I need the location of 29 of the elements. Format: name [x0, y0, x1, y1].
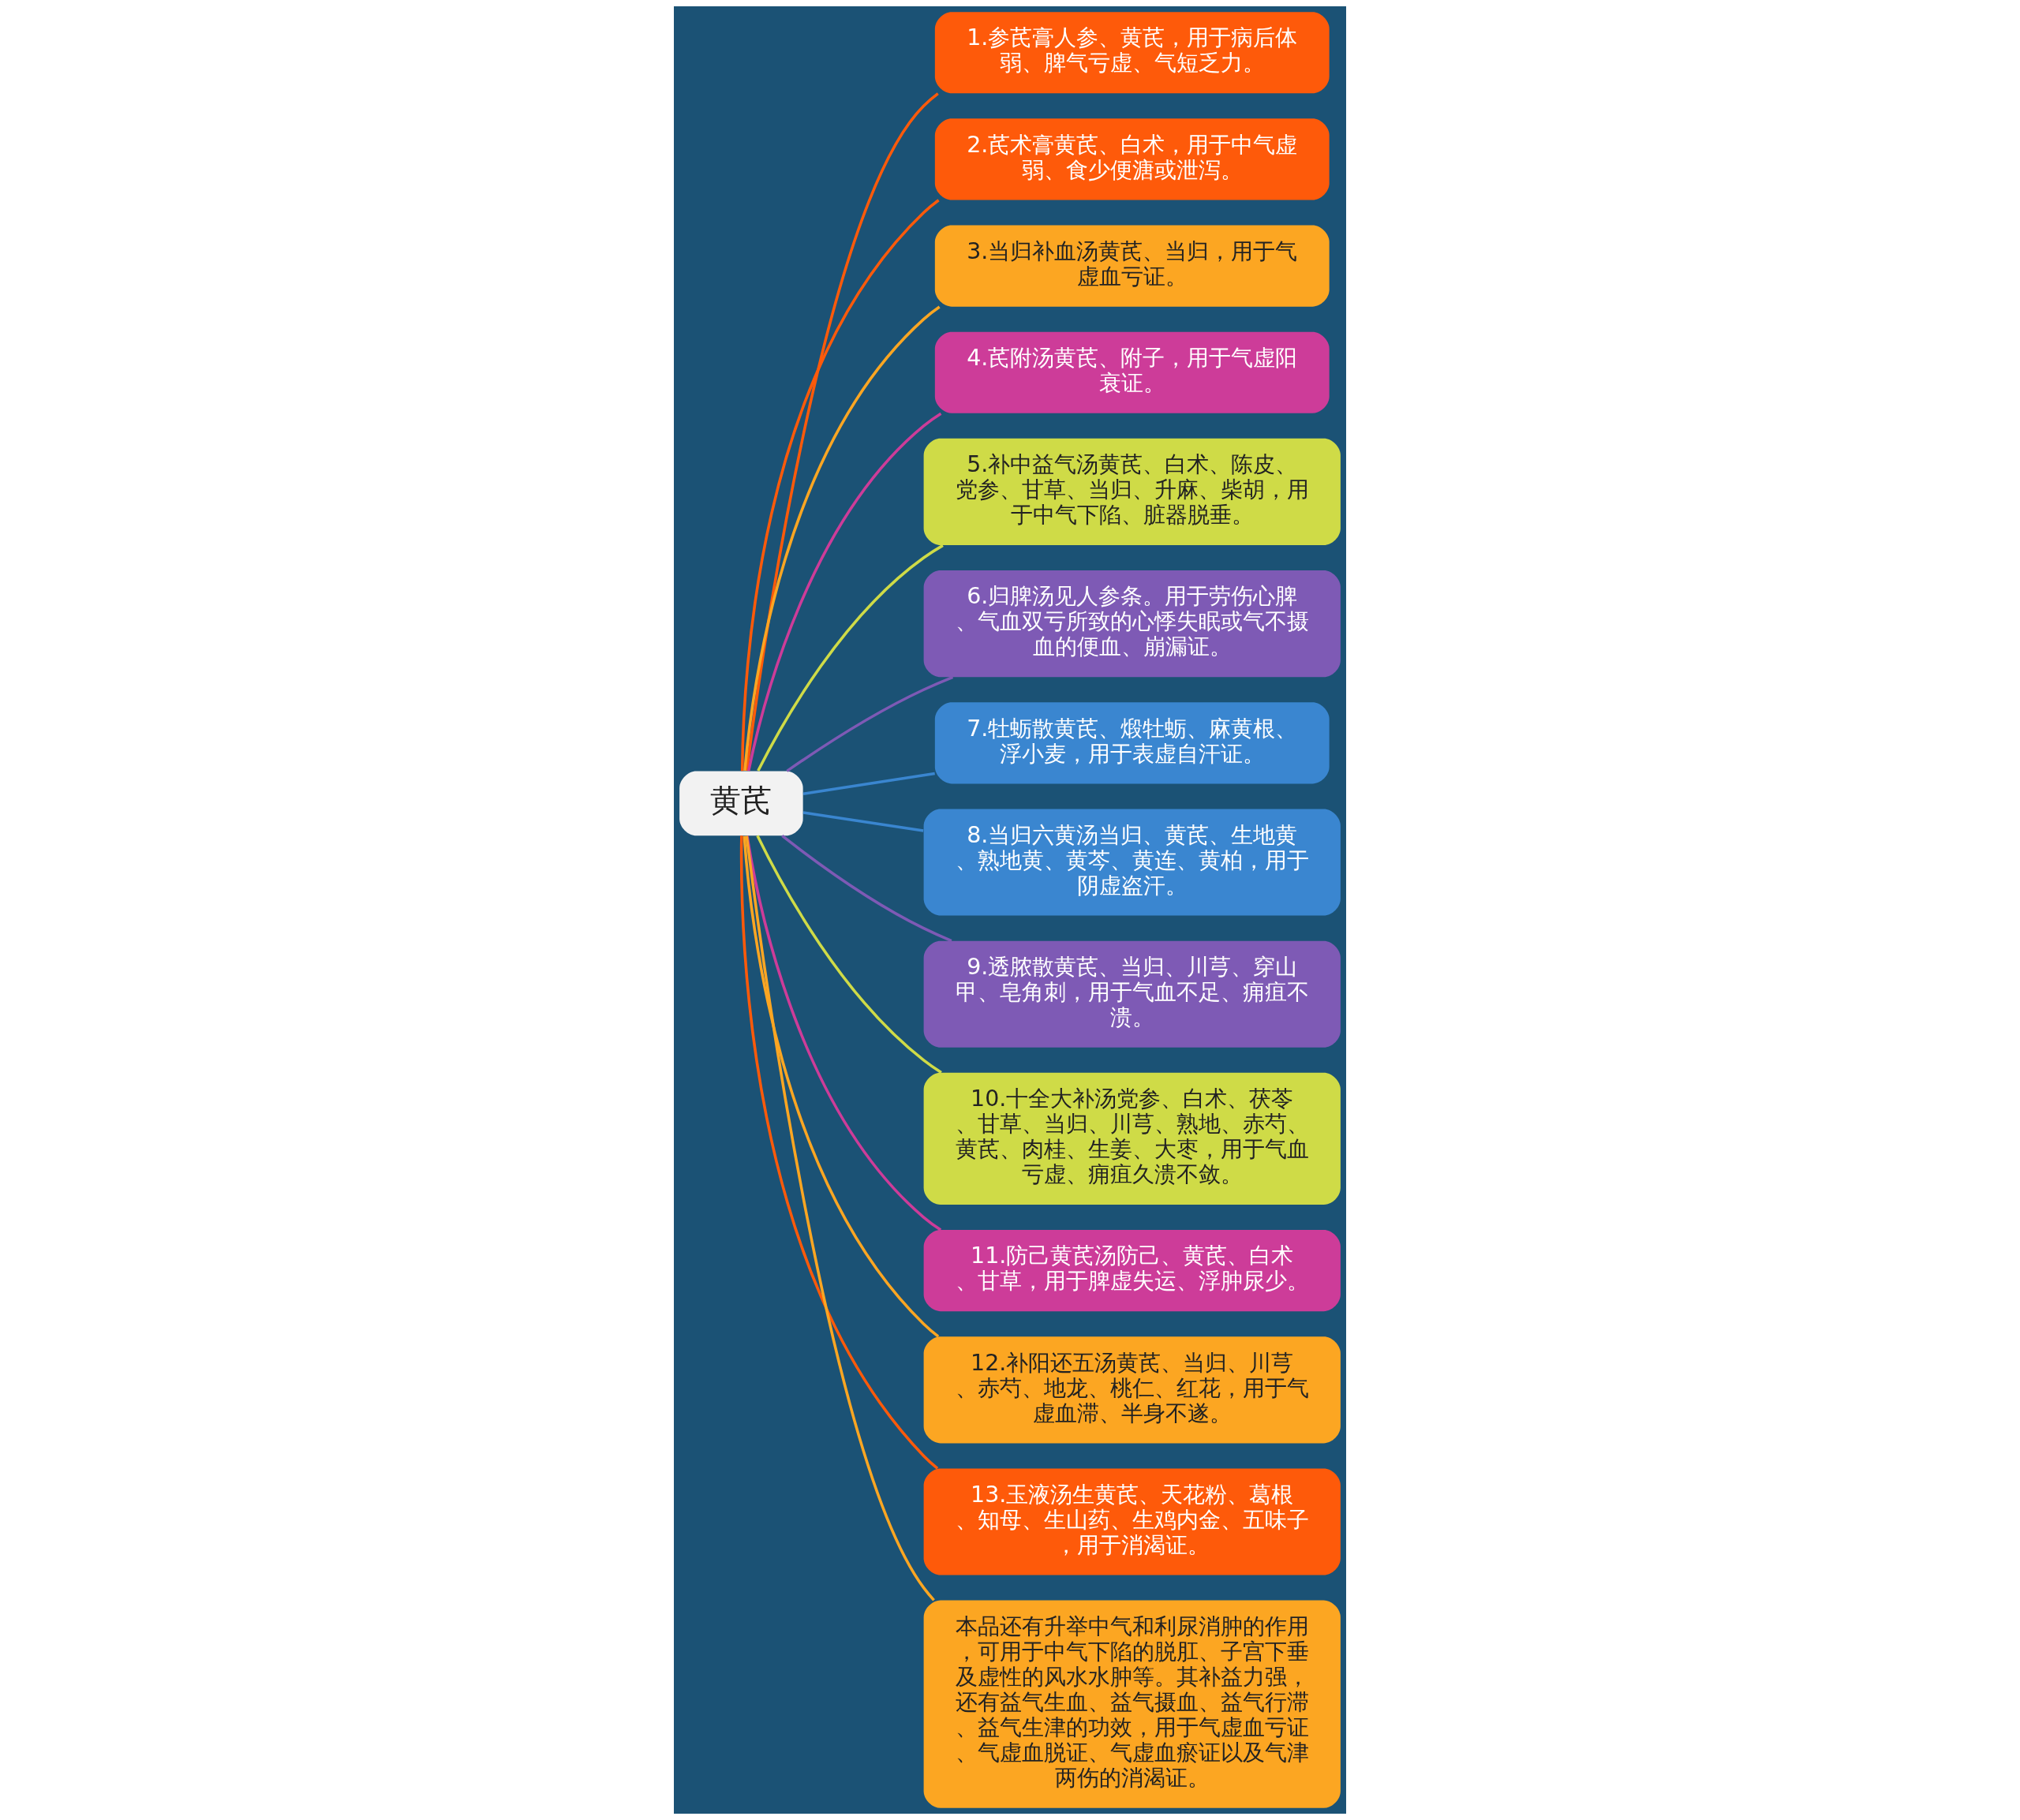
node-box: 2.芪术膏黄芪、白术，用于中气虚弱、食少便溏或泄泻。: [934, 118, 1330, 200]
node-box: 3.当归补血汤黄芪、当归，用于气虚血亏证。: [934, 225, 1330, 307]
connector: [802, 772, 935, 796]
connector: [786, 675, 954, 772]
connector: [745, 835, 935, 1601]
connector: [757, 544, 944, 772]
connector: [756, 835, 942, 1074]
connector: [746, 835, 942, 1231]
connector: [743, 835, 940, 1338]
connector: [781, 835, 952, 943]
node-box: 12.补阳还五汤黄芪、当归、川芎、赤芍、地龙、桃仁、红花，用于气虚血滞、半身不遂。: [923, 1336, 1341, 1444]
node-box: 7.牡蛎散黄芪、煅牡蛎、麻黄根、浮小麦，用于表虚自汗证。: [934, 702, 1330, 784]
connector: [747, 412, 942, 772]
node-box: 5.补中益气汤黄芪、白术、陈皮、党参、甘草、当归、升麻、柴胡，用于中气下陷、脏器脱垂。: [923, 438, 1341, 546]
connector: [745, 92, 939, 772]
node-box: 13.玉液汤生黄芪、天花粉、葛根、知母、生山药、生鸡内金、五味子，用于消渴证。: [923, 1468, 1341, 1575]
node-box: 6.归脾汤见人参条。用于劳伤心脾、气血双亏所致的心悸失眠或气不摄血的便血、崩漏证。: [923, 570, 1341, 678]
node-box: 本品还有升举中气和利尿消肿的作用，可用于中气下陷的脱肛、子宫下垂及虚性的风水水肿等。其补益力强，还有益气生血、益气摄血、益气行滞、益气生津的功效，用于气虚血亏证、气虚血脱证、气虚血瘀证以及气津两伤的消渴证。: [923, 1600, 1341, 1808]
node-box: 8.当归六黄汤当归、黄芪、生地黄、熟地黄、黄芩、黄连、黄柏，用于阴虚盗汗。: [923, 809, 1341, 916]
node-box: 9.透脓散黄芪、当归、川芎、穿山甲、皂角刺，用于气血不足、痈疽不溃。: [923, 940, 1341, 1048]
node-box: 4.芪附汤黄芪、附子，用于气虚阳衰证。: [934, 331, 1330, 413]
node-box: 黄芪: [679, 771, 803, 836]
node-box: 1.参芪膏人参、黄芪，用于病后体弱、脾气亏虚、气短乏力。: [934, 12, 1330, 94]
node-box: 10.十全大补汤党参、白术、茯苓、甘草、当归、川芎、熟地、赤芍、黄芪、肉桂、生姜、大枣，用于气血亏虚、痈疽久溃不敛。: [923, 1072, 1341, 1205]
node-box: 11.防己黄芪汤防己、黄芪、白术、甘草，用于脾虚失运、浮肿尿少。: [923, 1230, 1341, 1312]
connector: [743, 305, 941, 771]
connector: [739, 835, 939, 1470]
connector: [740, 199, 940, 772]
connector: [802, 811, 924, 832]
